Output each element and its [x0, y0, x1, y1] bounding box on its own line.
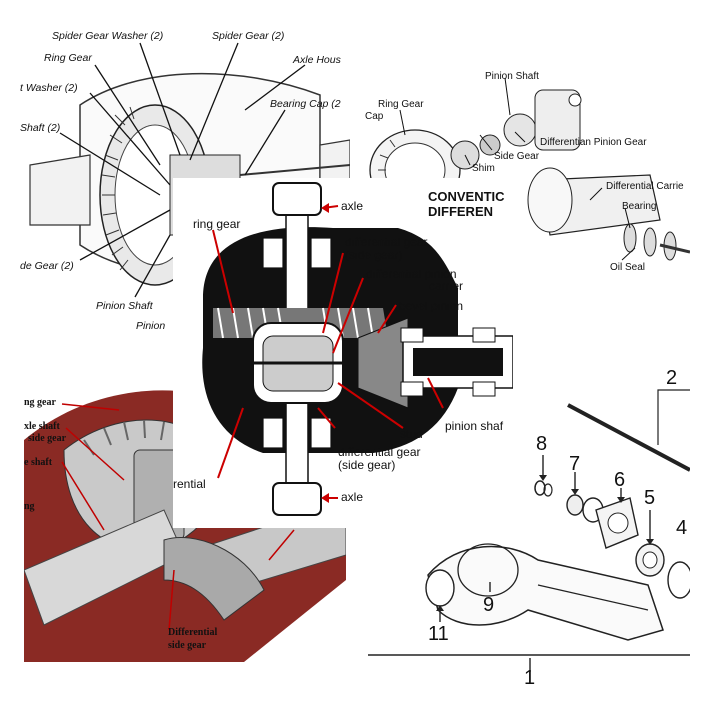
label-oil-seal-tr: Oil Seal: [610, 262, 646, 273]
label-differential-gear-1: differential gear: [345, 235, 428, 249]
label-stud: stud: [400, 427, 423, 441]
center-conventional-differential: CONVENTIC DIFFEREN axle ring gear differ…: [173, 178, 513, 528]
label-axle-top: axle: [341, 199, 364, 213]
bottom-right-exploded-view: 2 8 7 6 5 4 9 11 1: [368, 360, 690, 690]
part-number-8: 8: [536, 433, 548, 455]
label-side-gear: de Gear (2): [20, 260, 74, 272]
label-ring-gear-bl: ng gear: [24, 397, 56, 408]
label-shaft-bl: e shaft: [24, 457, 53, 468]
label-diff-carrier-tr: Differential Carrie: [606, 181, 684, 192]
label-differential-partial: rential: [173, 477, 206, 491]
center-cross-section: [202, 182, 513, 516]
center-title-line-1: CONVENTIC: [428, 189, 505, 204]
label-bevel-pinion: bevel pinion: [399, 299, 464, 313]
label-carrier: carrier: [429, 279, 464, 293]
label-axle-bottom: axle: [341, 490, 364, 504]
label-ng-bl: ng: [24, 501, 35, 512]
label-side-gear-1: (side gear): [345, 248, 403, 262]
label-shaft: Shaft (2): [20, 122, 61, 134]
part-number-7: 7: [569, 453, 581, 475]
label-side-gear-2: (side gear): [338, 458, 396, 472]
label-axle-housing: Axle Hous: [293, 54, 341, 66]
bottom-right-line-art: [368, 389, 690, 672]
label-differential-gear-2: differential gear: [338, 445, 421, 459]
label-diff-pinion-gear-tr: Differentian Pinion Gear: [540, 137, 647, 148]
part-number-9: 9: [483, 594, 495, 616]
label-side-gear-tr: Side Gear: [494, 151, 540, 162]
label-bearing-cap: Bearing Cap (2: [270, 98, 341, 110]
center-title-line-2: DIFFEREN: [428, 204, 493, 219]
label-cap-tr: Cap: [365, 111, 384, 122]
label-thrust-washer: t Washer (2): [20, 82, 78, 94]
label-axle-shaft-bl: xle shaft: [24, 421, 60, 432]
part-number-6: 6: [614, 469, 626, 491]
label-ring-gear-tr: Ring Gear: [378, 99, 424, 110]
label-bearing-tr: Bearing: [622, 201, 657, 212]
label-pinion: Pinion: [136, 320, 166, 332]
label-spider-gear: Spider Gear (2): [212, 30, 285, 42]
label-shim-tr: Shim: [472, 163, 495, 174]
label-ring-gear-center: ring gear: [193, 217, 241, 231]
label-differential-pinion: differential pinion: [366, 267, 457, 281]
label-side-gear-bl: side gear: [28, 433, 67, 444]
label-pinion-shaft: Pinion Shaft: [96, 300, 153, 312]
part-number-1: 1: [524, 667, 536, 689]
label-differential-bl: Differential: [168, 627, 218, 638]
part-number-5: 5: [644, 487, 656, 509]
label-side-gear-bl-2: side gear: [168, 640, 207, 651]
label-pinion-shaft-center: pinion shaf: [445, 419, 504, 433]
label-spider-gear-washer: Spider Gear Washer (2): [52, 30, 164, 42]
part-number-2: 2: [666, 367, 678, 389]
part-number-4: 4: [676, 517, 688, 539]
label-pinion-shaft-tr: Pinion Shaft: [485, 71, 539, 82]
label-ring-gear: Ring Gear: [44, 52, 92, 64]
part-number-11: 11: [428, 623, 449, 645]
